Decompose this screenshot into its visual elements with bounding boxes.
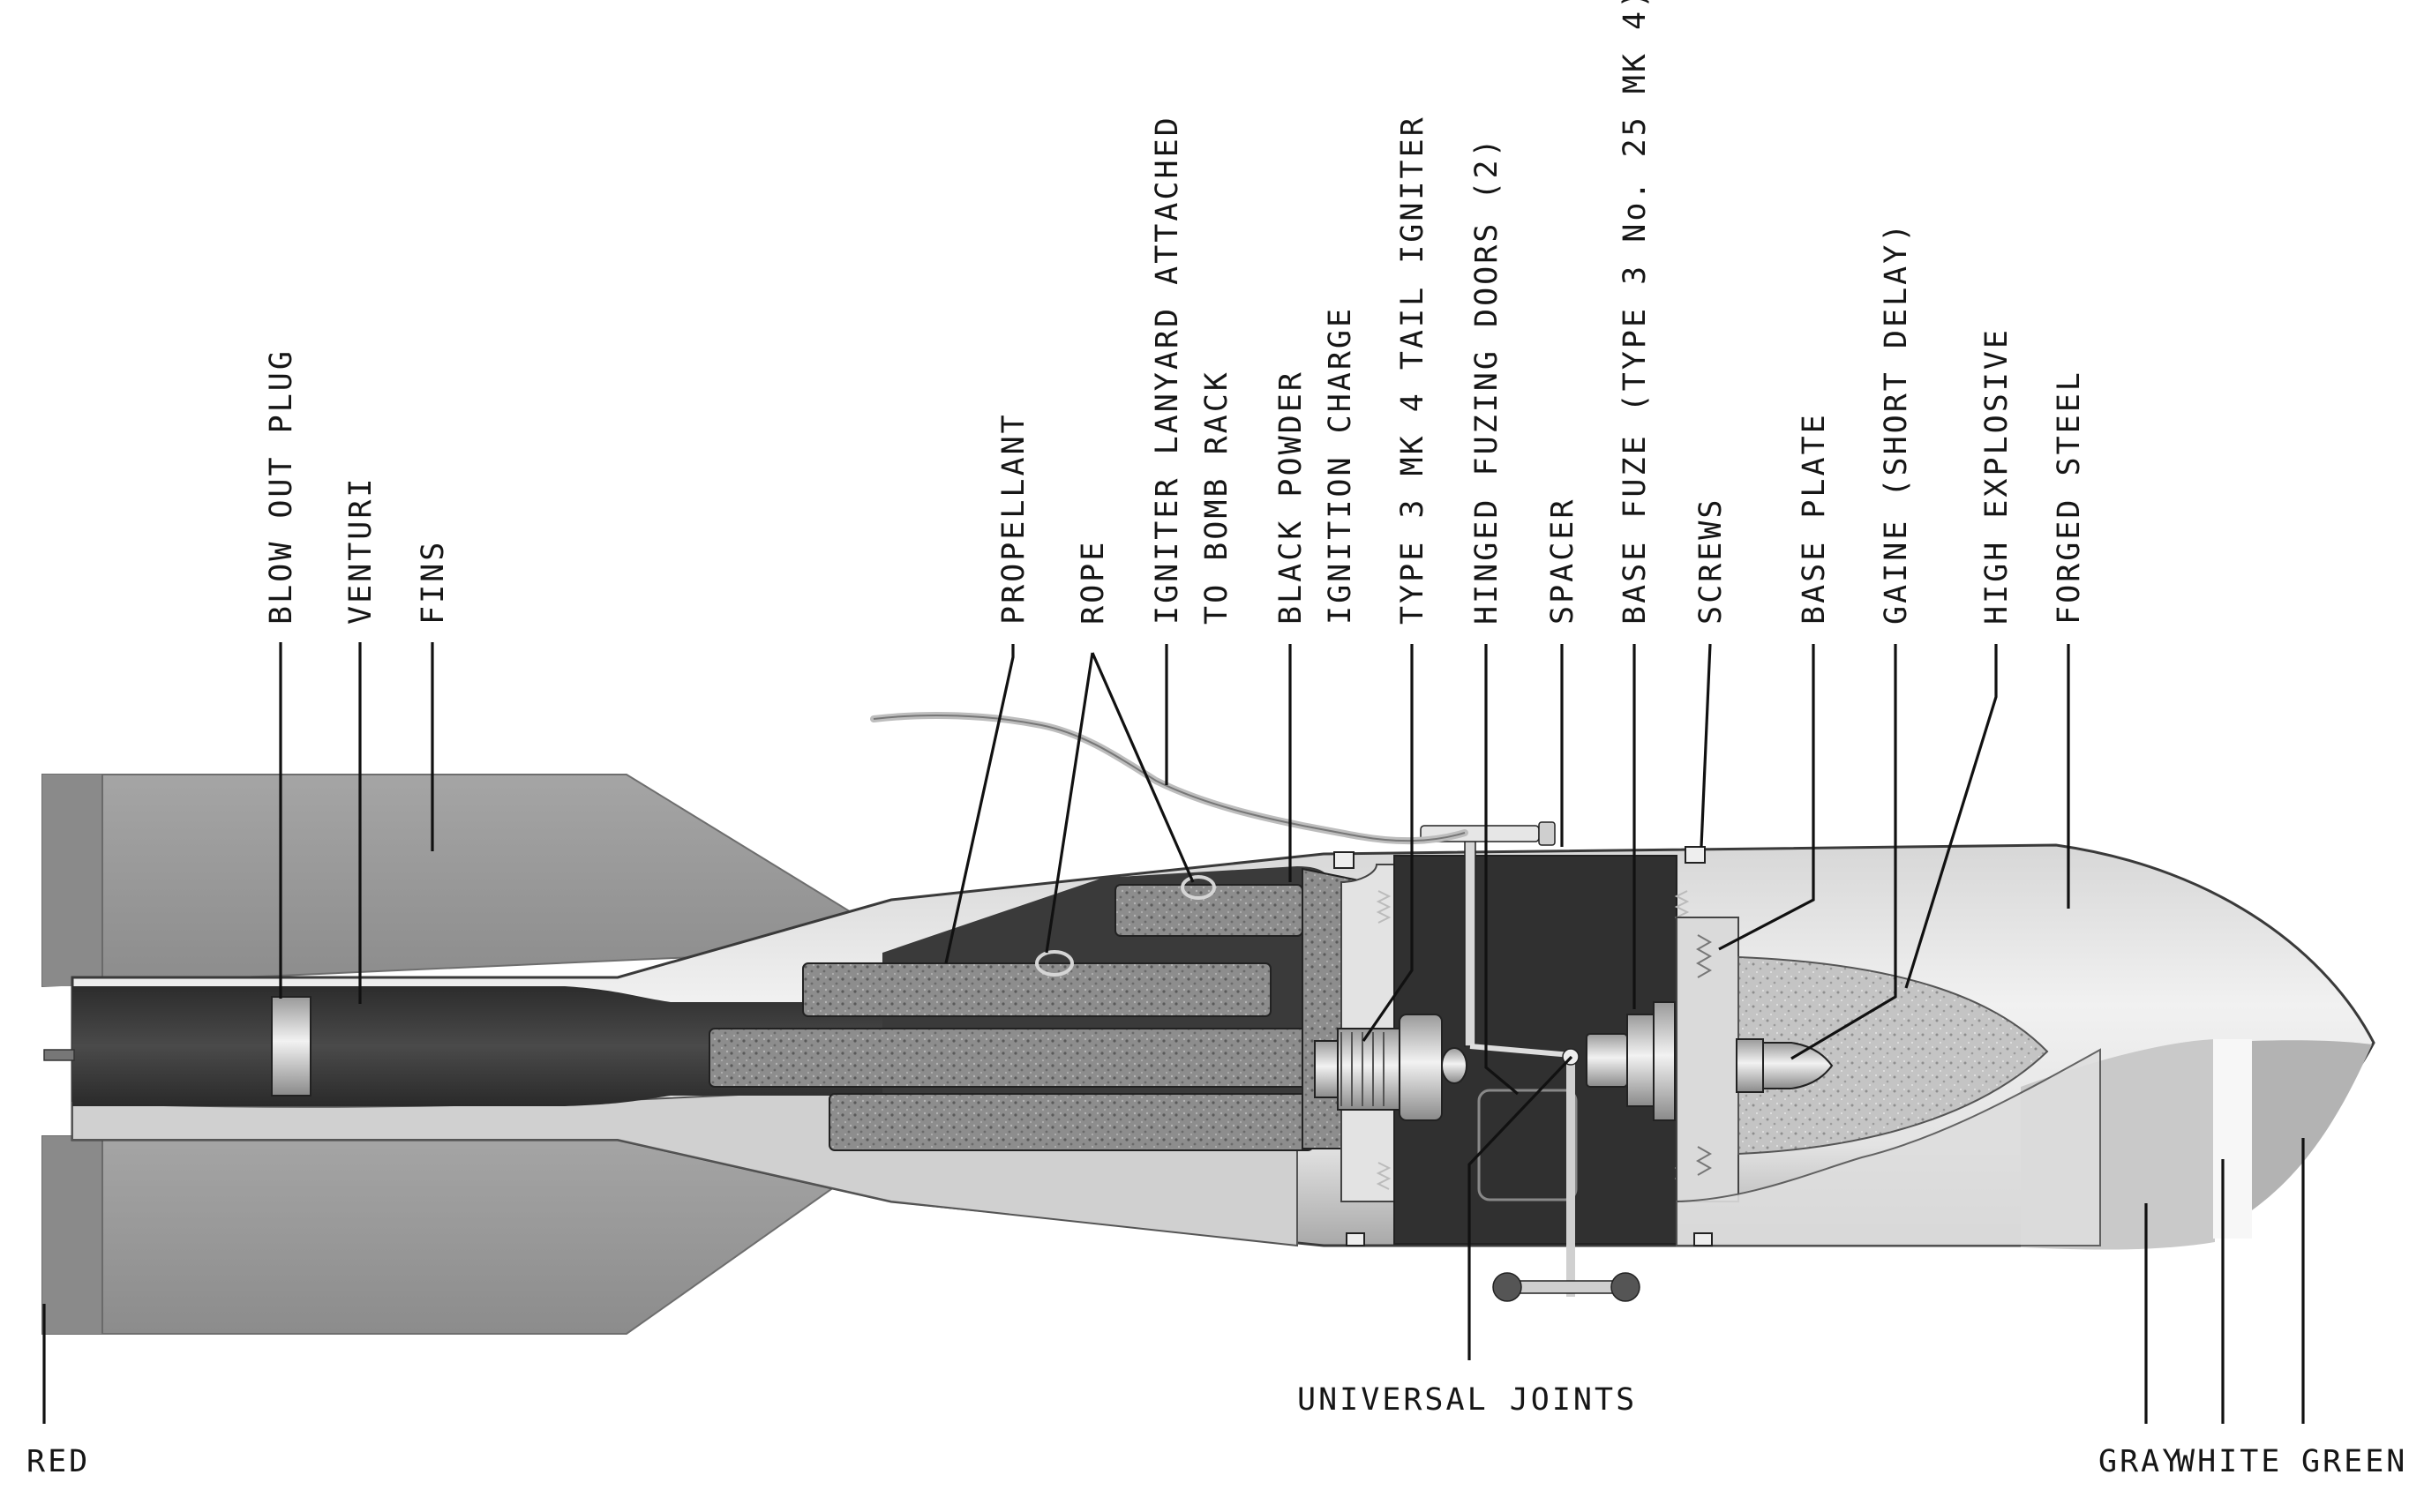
horizontal-labels: UNIVERSAL JOINTS RED GRAY WHITE GREEN	[26, 1382, 2407, 1479]
label-base-plate: BASE PLATE	[1797, 412, 1832, 625]
tail-stub	[43, 1049, 75, 1061]
label-universal-joints: UNIVERSAL JOINTS	[1297, 1382, 1637, 1418]
gaine	[1736, 1038, 1834, 1093]
label-forged-steel: FORGED STEEL	[2052, 370, 2087, 625]
red-fin-band-top	[42, 775, 102, 986]
label-venturi: VENTURI	[343, 475, 379, 625]
screws	[1333, 846, 1713, 1246]
label-black-powder-line2: IGNITION CHARGE	[1323, 306, 1358, 625]
propellant-grain-4	[829, 1093, 1314, 1151]
hinged-fuzing-door	[1477, 1089, 1578, 1201]
label-igniter-lanyard-line2: TO BOMB RACK	[1199, 370, 1235, 625]
label-propellant: PROPELLANT	[996, 412, 1032, 625]
label-base-fuze: BASE FUZE (TYPE 3 No. 25 MK 4)	[1617, 0, 1653, 625]
igniter-lanyard-cord	[870, 711, 1468, 845]
label-fins: FINS	[416, 540, 451, 625]
base-plate-threads	[1695, 934, 1713, 1176]
high-explosive	[1737, 955, 2049, 1156]
tail-igniter	[1314, 1014, 1467, 1121]
label-tail-igniter: TYPE 3 MK 4 TAIL IGNITER	[1395, 115, 1430, 625]
red-fin-band-bottom	[42, 1136, 102, 1334]
label-high-explosive: HIGH EXPLOSIVE	[1979, 327, 2015, 625]
label-gray: GRAY	[2098, 1444, 2183, 1479]
leader-lines	[42, 642, 2305, 1424]
base-plate	[1676, 917, 1739, 1202]
rope-tie-2	[1181, 875, 1216, 900]
propellant-grain-2	[802, 962, 1272, 1017]
nose-white-band	[2213, 1039, 2252, 1239]
propellant-grain-3	[709, 1028, 1319, 1088]
label-blow-out-plug: BLOW OUT PLUG	[264, 348, 299, 625]
label-gaine: GAINE (SHORT DELAY)	[1879, 221, 1914, 625]
label-black-powder-line1: BLACK POWDER	[1273, 370, 1309, 625]
label-igniter-lanyard-line1: IGNITER LANYARD ATTACHED	[1150, 115, 1185, 625]
vertical-labels: BLOW OUT PLUG VENTURI FINS PROPELLANT RO…	[264, 0, 2087, 625]
label-green: GREEN	[2301, 1444, 2407, 1479]
label-red: RED	[26, 1444, 90, 1479]
label-hinged-fuzing-doors: HINGED FUZING DOORS (2)	[1469, 136, 1505, 625]
propellant-grain-1	[1114, 884, 1303, 937]
nose-green-band	[2252, 1040, 2372, 1210]
label-spacer: SPACER	[1545, 498, 1580, 625]
label-white: WHITE	[2176, 1444, 2282, 1479]
warhead-skin-cutaway	[1676, 1048, 2101, 1246]
blow-out-plug	[271, 996, 311, 1097]
label-screws: SCREWS	[1693, 498, 1729, 625]
label-rope: ROPE	[1076, 540, 1111, 625]
rope-tie-1	[1035, 950, 1074, 977]
